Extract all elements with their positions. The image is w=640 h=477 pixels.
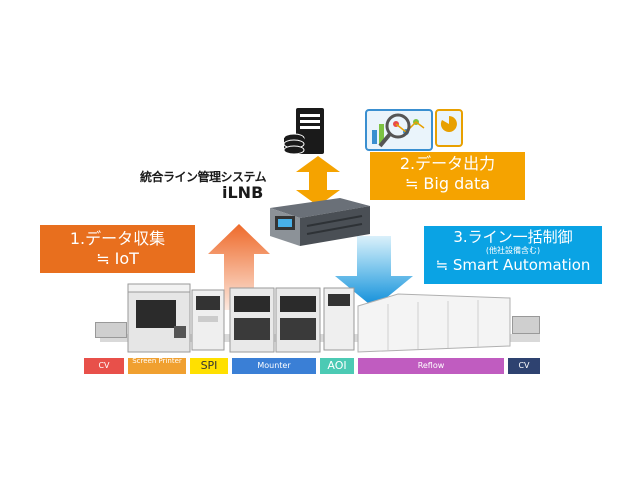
mounter-machine-1	[229, 287, 275, 353]
data-collect-title: 1.データ収集	[69, 229, 166, 248]
spi-machine	[191, 289, 225, 351]
reflow-oven	[357, 293, 511, 353]
station-label-aoi: AOI	[320, 358, 354, 374]
station-label-cv-out: CV	[508, 358, 540, 374]
double-arrow-icon	[296, 156, 340, 206]
line-control-callout: 3.ライン一括制御 (他社設備含む) ≒ Smart Automation	[424, 226, 602, 284]
aoi-machine	[323, 287, 355, 351]
station-label-reflow: Reflow	[358, 358, 504, 374]
station-label-spi: SPI	[190, 358, 228, 374]
data-output-title: 2.データ出力	[399, 154, 496, 173]
server-icon	[283, 108, 324, 155]
line-controller-unit	[270, 198, 370, 246]
line-control-title: 3.ライン一括制御	[453, 228, 573, 246]
collect-arrow-icon	[208, 224, 270, 310]
analytics-icon	[365, 109, 463, 151]
data-output-callout: 2.データ出力 ≒ Big data	[370, 152, 525, 200]
system-code: iLNB	[222, 183, 264, 202]
data-collect-callout: 1.データ収集 ≒ IoT	[40, 225, 195, 273]
station-label-mounter: Mounter	[232, 358, 316, 374]
station-label-cv-in: CV	[84, 358, 124, 374]
line-control-subtitle: ≒ Smart Automation	[435, 255, 591, 274]
screen-printer-machine	[127, 283, 191, 353]
data-collect-subtitle: ≒ IoT	[96, 249, 139, 268]
conveyor-out	[512, 316, 540, 334]
mounter-machine-2	[275, 287, 321, 353]
data-output-subtitle: ≒ Big data	[404, 174, 491, 193]
production-line	[127, 283, 511, 353]
line-control-note: (他社設備含む)	[485, 245, 541, 255]
system-name: 統合ライン管理システム	[140, 170, 267, 184]
station-label-screen-printer: Screen Printer	[128, 357, 186, 374]
conveyor-in	[95, 322, 127, 338]
